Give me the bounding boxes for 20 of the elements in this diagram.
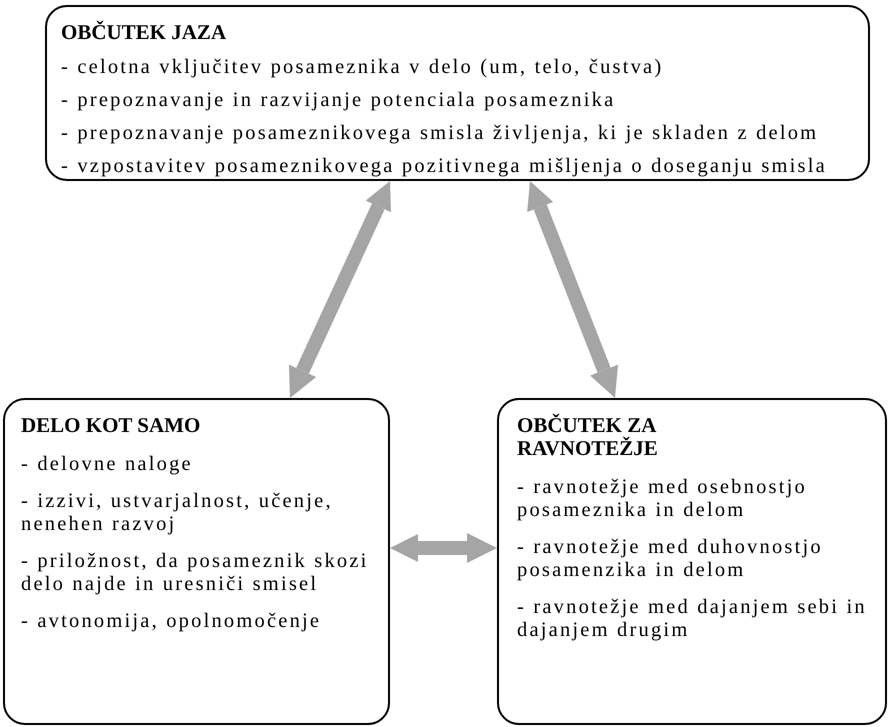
bullet-text: - ravnotežje med dajanjem sebi in dajanjem drugim: [517, 596, 868, 642]
box-heading: DELO KOT SAMO: [21, 414, 202, 438]
bullet-text: - prepoznavanje posameznikovega smisla življenja, ki je skladen z delom: [61, 122, 820, 146]
box-heading: OBČUTEK JAZA: [61, 21, 228, 44]
bullet-text: - izzivi, ustvarjalnost, učenje, nenehen razvoj: [21, 490, 334, 536]
double-arrow: [527, 181, 618, 398]
text-box: [45, 5, 870, 181]
bullet-text: - vzpostavitev posameznikovega pozitivnega mišljenja o doseganju smisla: [61, 155, 828, 178]
bullet-text: - prepoznavanje in razvijanje potenciala posameznika: [61, 89, 616, 112]
double-arrow: [288, 181, 391, 398]
bullet-text: - delovne naloge: [21, 453, 194, 476]
bullet-text: - ravnotežje med osebnostjo posameznika in delom: [517, 476, 808, 522]
text-box: [3, 398, 390, 725]
double-arrow: [390, 533, 497, 563]
box-heading: OBČUTEK ZA RAVNOTEŽJE: [517, 414, 659, 460]
bullet-text: - ravnotežje med duhovnostjo posamenzika in delom: [517, 536, 824, 582]
bullet-text: - avtonomija, opolnomočenje: [21, 610, 322, 634]
bullet-text: - celotna vključitev posameznika v delo (um, telo, čustva): [61, 56, 664, 80]
text-box: [497, 398, 887, 725]
bullet-text: - priložnost, da posameznik skozi delo najde in uresniči smisel: [21, 550, 370, 596]
